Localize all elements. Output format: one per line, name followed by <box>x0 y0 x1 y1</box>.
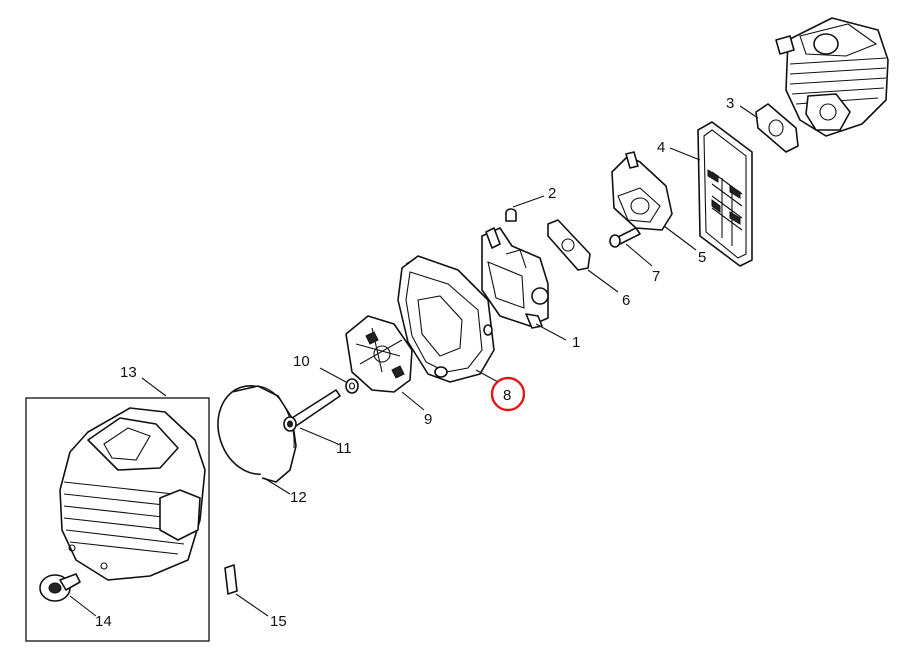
washer-part[interactable] <box>345 378 359 394</box>
callout-9: 9 <box>424 411 432 428</box>
leader-line-11 <box>299 427 339 445</box>
callout-14: 14 <box>95 613 112 630</box>
baffle-plate-part[interactable] <box>345 315 413 393</box>
leader-line-3 <box>739 105 759 119</box>
leader-line-5 <box>663 225 697 251</box>
callout-6: 6 <box>622 292 630 309</box>
leader-line-9 <box>401 391 425 411</box>
cylinder-gasket-part[interactable] <box>755 103 799 153</box>
leader-line-15 <box>235 593 269 617</box>
leader-line-14 <box>69 595 97 617</box>
plug-part[interactable] <box>505 208 517 222</box>
small-plate-part[interactable] <box>224 564 238 595</box>
callout-2: 2 <box>548 185 556 202</box>
callout-15: 15 <box>270 613 287 630</box>
callout-8: 8 <box>503 387 511 404</box>
leader-line-6 <box>587 269 619 293</box>
cover-assembly-frame <box>25 397 210 642</box>
leader-line-1 <box>535 323 567 341</box>
callout-10: 10 <box>293 353 310 370</box>
leader-line-10 <box>319 367 347 383</box>
callout-7: 7 <box>652 268 660 285</box>
leader-line-13 <box>141 377 167 397</box>
leader-line-8 <box>475 369 499 383</box>
carburetor-gasket-part[interactable] <box>547 219 591 271</box>
screw-part[interactable] <box>609 227 641 248</box>
callout-12: 12 <box>290 489 307 506</box>
leader-line-12 <box>263 477 291 495</box>
leader-line-2 <box>512 195 545 208</box>
callout-13: 13 <box>120 364 137 381</box>
air-box-housing-part[interactable] <box>397 255 495 383</box>
long-bolt-part[interactable] <box>283 389 341 432</box>
leader-line-7 <box>625 243 653 267</box>
intake-manifold-part[interactable] <box>611 151 673 231</box>
callout-3: 3 <box>726 95 734 112</box>
callout-11: 11 <box>336 440 352 457</box>
callout-5: 5 <box>698 249 706 266</box>
highlight-circle-8 <box>490 376 526 412</box>
carburetor-part[interactable] <box>481 227 549 329</box>
air-filter-part[interactable] <box>207 376 303 484</box>
insulator-plate-part[interactable] <box>697 121 753 267</box>
leader-line-4 <box>669 147 701 161</box>
knob-nut-part[interactable] <box>39 573 81 602</box>
callout-1: 1 <box>572 334 580 351</box>
callout-4: 4 <box>657 139 665 156</box>
cylinder-part[interactable] <box>775 17 889 137</box>
engine-cover-part[interactable] <box>59 407 206 581</box>
